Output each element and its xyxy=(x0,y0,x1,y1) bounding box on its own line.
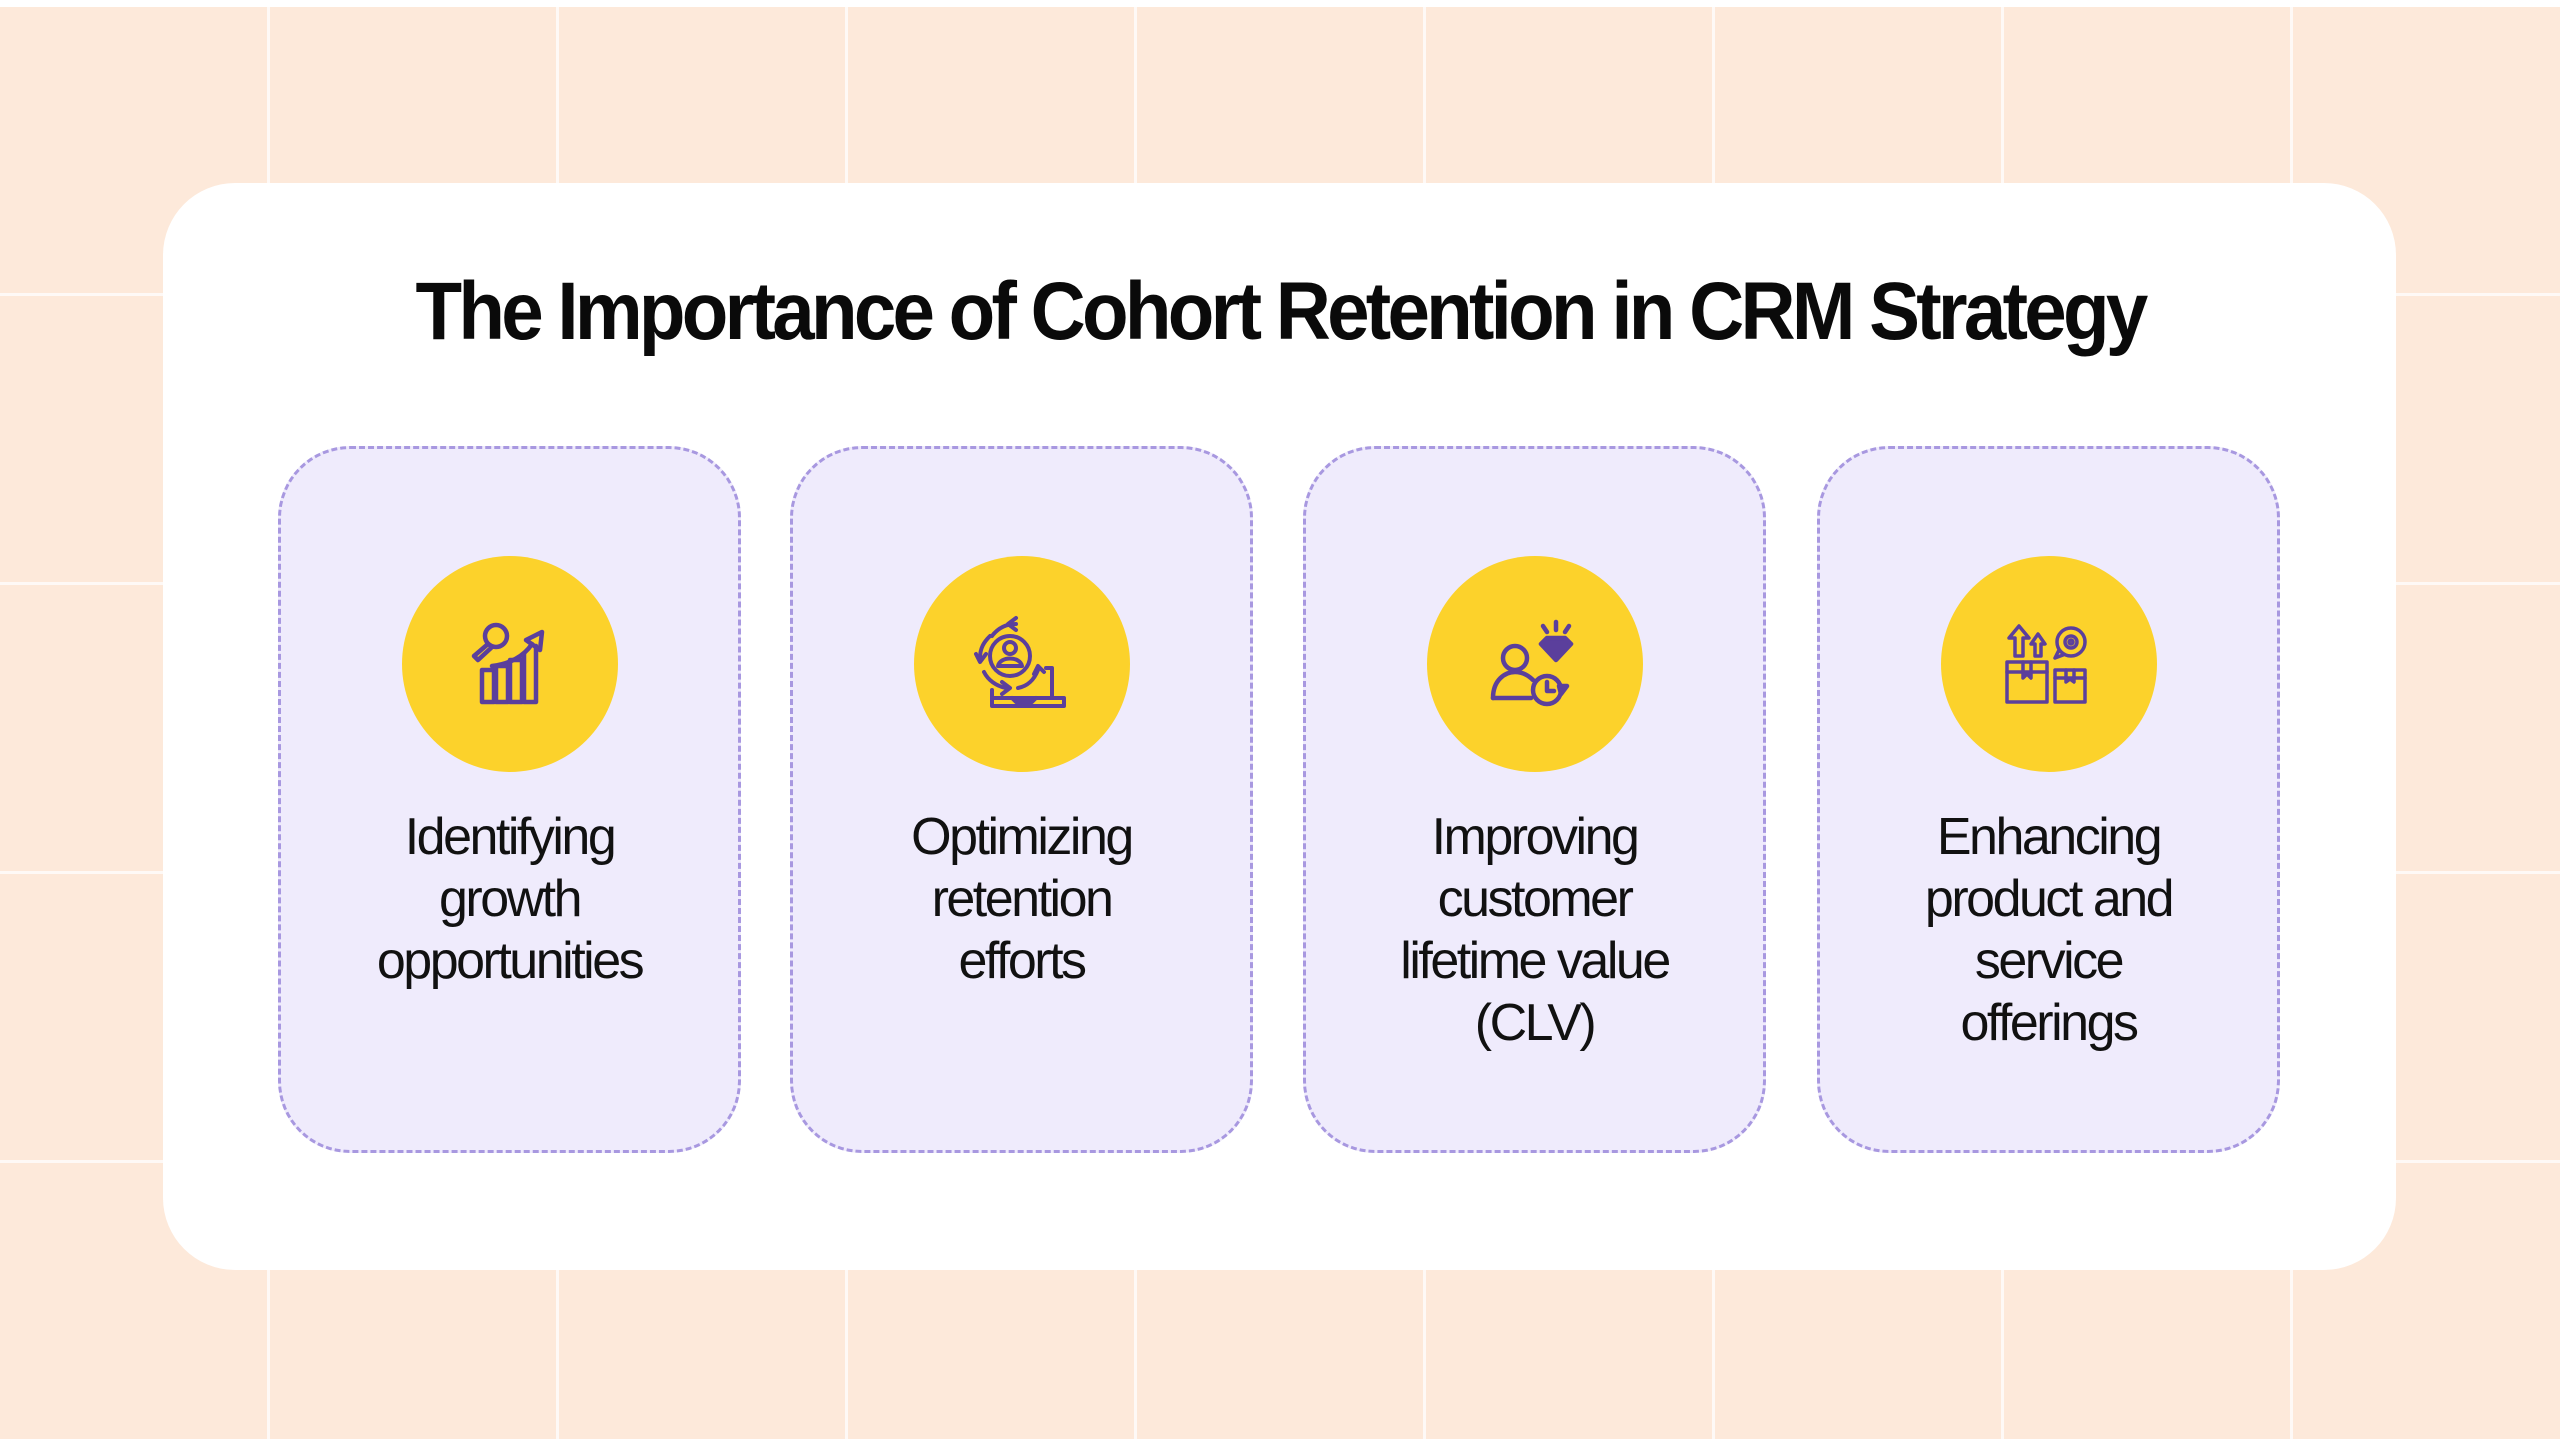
icon-badge xyxy=(1426,556,1643,772)
product-service-boxes-icon xyxy=(2004,624,2087,704)
icon-badge xyxy=(913,556,1130,772)
card-label: Enhancing product and service offerings xyxy=(1924,808,2175,1052)
customer-lifetime-value-icon xyxy=(1490,619,1573,707)
icon-badge xyxy=(401,556,618,772)
growth-analysis-icon xyxy=(471,622,544,705)
page-title: The Importance of Cohort Retention in CR… xyxy=(415,266,2148,357)
card-optimizing-retention: Optimizing retention efforts xyxy=(790,446,1253,1153)
icon-badge xyxy=(1940,556,2157,772)
card-label: Improving customer lifetime value (CLV) xyxy=(1400,808,1671,1052)
card-label: Identifying growth opportunities xyxy=(376,808,645,990)
card-enhancing-offerings: Enhancing product and service offerings xyxy=(1817,446,2280,1153)
customer-retention-cycle-icon xyxy=(973,616,1066,708)
card-improving-clv: Improving customer lifetime value (CLV) xyxy=(1303,446,1766,1153)
card-identifying-growth: Identifying growth opportunities xyxy=(278,446,741,1153)
card-label: Optimizing retention efforts xyxy=(911,808,1134,990)
